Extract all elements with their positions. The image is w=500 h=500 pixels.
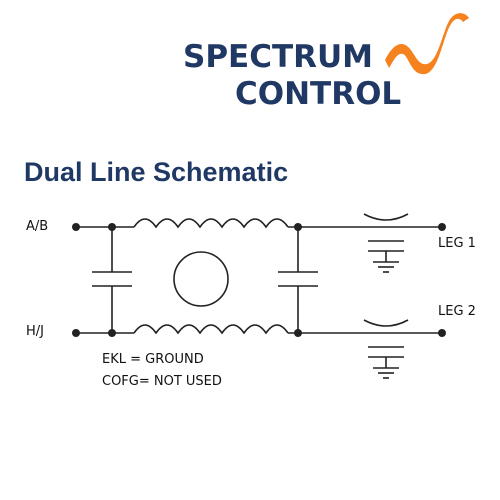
junction-top-right-dot	[294, 223, 302, 231]
logo-wave-shape	[385, 13, 469, 75]
spectrum-control-logo: SPECTRUM CONTROL	[183, 8, 473, 112]
top-inductor-coil	[133, 218, 289, 229]
leg2-label: LEG 2	[438, 304, 476, 319]
sine-wave-logo-icon	[385, 13, 469, 75]
terminal-hj-dot	[72, 329, 80, 337]
terminal-ab-dot	[72, 223, 80, 231]
terminal-label-ab: A/B	[26, 219, 49, 234]
logo-wordmark-line1: SPECTRUM	[183, 39, 374, 75]
terminal-label-hj: H/J	[26, 324, 44, 339]
note-not-used: COFG= NOT USED	[102, 374, 222, 389]
bottom-inductor-coil	[133, 324, 289, 335]
junction-bottom-left-dot	[108, 329, 116, 337]
page-title: Dual Line Schematic	[24, 157, 289, 187]
terminal-leg1-dot	[438, 223, 446, 231]
ferrite-core-circle	[173, 251, 229, 307]
junction-top-left-dot	[108, 223, 116, 231]
terminal-leg2-dot	[438, 329, 446, 337]
leg1-label: LEG 1	[438, 236, 476, 251]
logo-wordmark-line2: CONTROL	[235, 76, 402, 112]
note-ground: EKL = GROUND	[102, 352, 204, 367]
dual-line-schematic-diagram	[72, 213, 446, 379]
bottom-feedthrough-arc	[363, 319, 409, 327]
top-feedthrough-arc	[363, 213, 409, 221]
junction-bottom-right-dot	[294, 329, 302, 337]
